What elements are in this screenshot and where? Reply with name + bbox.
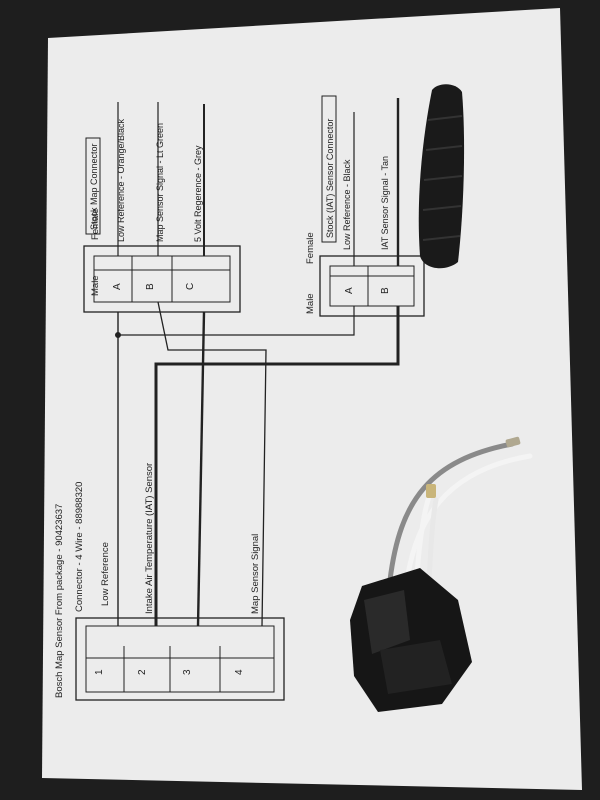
bosch-pin-3: 3	[182, 669, 193, 675]
iat-connector-inner	[329, 265, 415, 307]
iat-connector: A B	[319, 255, 425, 317]
diagram-labels: Bosch Map Sensor From package - 90423637…	[54, 95, 390, 698]
map-wire-label-c: 5 Volt Regerence - Grey	[193, 145, 203, 242]
grey-wire	[387, 441, 515, 583]
bosch-connector-outer	[75, 617, 285, 701]
map-pin-a: A	[112, 283, 123, 290]
connector-latch	[364, 590, 410, 654]
map-male-label: Male	[90, 275, 101, 296]
map-pin-c: C	[185, 283, 196, 290]
iat-connector-outer	[319, 255, 425, 317]
paper-title: Bosch Map Sensor From package - 90423637	[54, 504, 65, 698]
wiring	[115, 98, 400, 627]
map-connector-outer	[83, 245, 241, 313]
bosch-wire-label-2: Intake Air Temperature (IAT) Sensor	[144, 463, 155, 614]
map-pin-b: B	[145, 283, 156, 290]
bosch-wire-label-1: Low Reference	[100, 542, 111, 606]
wire-5v-reference	[196, 311, 206, 627]
white-wire	[403, 453, 533, 591]
physical-connector	[350, 568, 472, 712]
paper-subtitle: Connector - 4 Wire - 88988320	[74, 482, 85, 612]
bosch-connector-inner	[85, 625, 275, 693]
braided-loom-texture	[422, 115, 463, 241]
map-connector: A B C	[83, 245, 241, 313]
bosch-connector: 1 2 3 4	[75, 617, 285, 701]
connector-face	[380, 640, 452, 694]
wire-iat-signal	[154, 306, 400, 626]
bosch-pin-2: 2	[137, 669, 148, 675]
wire-junction	[115, 332, 121, 338]
map-wire-label-a: Low Reference - Orange/Black	[116, 118, 126, 242]
iat-female-label: Female	[305, 232, 316, 264]
wire-terminal	[426, 484, 436, 498]
iat-wire-label-b: IAT Sensor Signal - Tan	[380, 156, 390, 250]
iat-pin-a: A	[344, 287, 355, 294]
iat-title-box	[321, 95, 337, 243]
map-title: Stock Map Connector	[89, 143, 99, 230]
iat-pin-b: B	[380, 287, 391, 294]
iat-title: Stock (IAT) Sensor Connector	[325, 119, 335, 238]
map-female-label: Female	[90, 208, 101, 240]
map-connector-inner	[93, 255, 231, 303]
iat-male-label: Male	[305, 293, 316, 314]
map-title-box	[85, 137, 101, 235]
wire-low-reference-branch	[118, 306, 355, 336]
iat-wire-label-a: Low Reference - Black	[342, 159, 352, 250]
bosch-wire-label-4: Map Sensor Signal	[250, 534, 261, 614]
braided-loom	[418, 84, 465, 269]
wire-terminal	[505, 436, 521, 448]
map-wire-label-b: Map Sensor Signal - Lt Green	[155, 123, 165, 242]
wire-map-signal	[157, 301, 267, 627]
bosch-pin-1: 1	[94, 669, 105, 675]
bosch-pin-4: 4	[234, 669, 245, 675]
